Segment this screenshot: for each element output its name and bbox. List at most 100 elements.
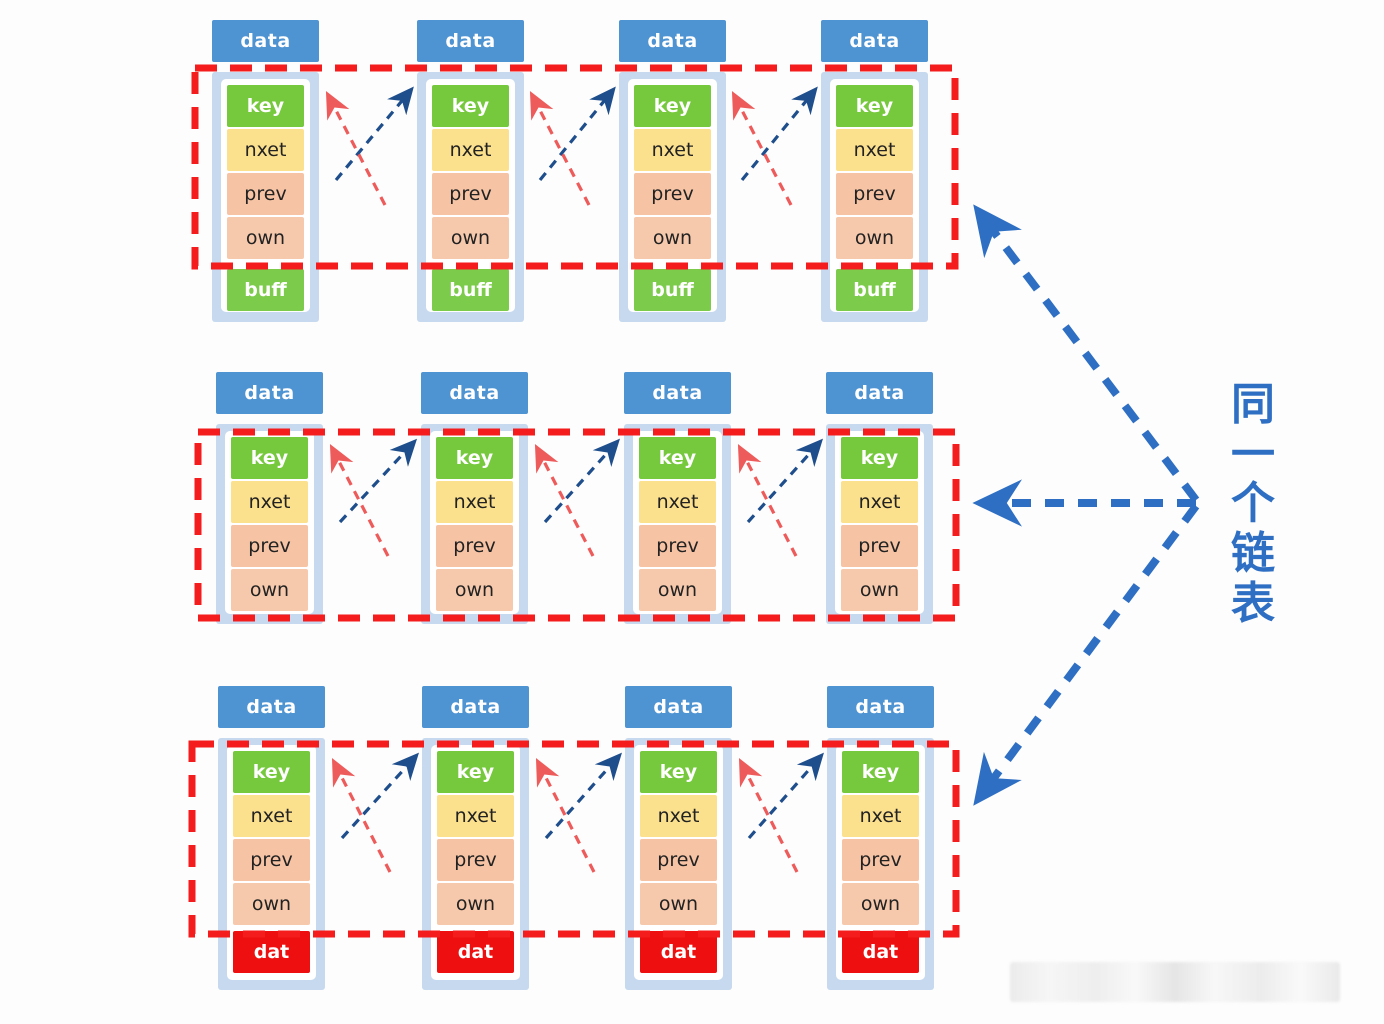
node-card-inner: key nxet prev own buff <box>628 79 717 312</box>
node-card-inner: key nxet prev own dat <box>227 745 316 980</box>
data-header: data <box>827 686 934 728</box>
data-header: data <box>826 372 933 414</box>
node-card: key nxet prev own <box>826 424 933 624</box>
node-card-inner: key nxet prev own <box>633 431 722 614</box>
field-own: own <box>842 883 919 925</box>
node-card-inner: key nxet prev own buff <box>426 79 515 312</box>
field-own: own <box>634 217 711 259</box>
field-buff: buff <box>432 269 509 311</box>
next-arrow-blue-r3g2 <box>544 752 622 840</box>
field-nxet: nxet <box>227 129 304 171</box>
field-own: own <box>437 883 514 925</box>
node-card: key nxet prev own dat <box>218 738 325 990</box>
field-key: key <box>842 751 919 793</box>
prev-arrow-red-r1g2 <box>529 91 591 206</box>
field-dat: dat <box>437 931 514 973</box>
field-own: own <box>233 883 310 925</box>
field-nxet: nxet <box>233 795 310 837</box>
same-linked-list-label: 同 一 个 链 表 <box>1222 380 1284 629</box>
node-card-inner: key nxet prev own dat <box>634 745 723 980</box>
node-card: key nxet prev own buff <box>619 72 726 322</box>
field-key: key <box>841 437 918 479</box>
prev-arrow-red-r1g1 <box>325 91 387 206</box>
data-header: data <box>216 372 323 414</box>
node-card: key nxet prev own buff <box>212 72 319 322</box>
field-nxet: nxet <box>842 795 919 837</box>
field-nxet: nxet <box>841 481 918 523</box>
blurred-watermark <box>1010 962 1340 1002</box>
field-nxet: nxet <box>432 129 509 171</box>
field-own: own <box>841 569 918 611</box>
data-header: data <box>218 686 325 728</box>
label-char-4: 链 <box>1231 528 1275 580</box>
next-arrow-blue-r1g1 <box>334 86 414 182</box>
field-prev: prev <box>233 839 310 881</box>
node-card: key nxet prev own <box>624 424 731 624</box>
field-own: own <box>231 569 308 611</box>
prev-arrow-red-r3g1 <box>331 758 392 873</box>
next-arrow-blue-r2g1 <box>338 438 418 524</box>
field-key: key <box>432 85 509 127</box>
field-own: own <box>836 217 913 259</box>
field-key: key <box>634 85 711 127</box>
field-prev: prev <box>841 525 918 567</box>
field-key: key <box>640 751 717 793</box>
field-own: own <box>639 569 716 611</box>
prev-arrow-red-r2g2 <box>534 444 595 557</box>
field-prev: prev <box>836 173 913 215</box>
field-key: key <box>639 437 716 479</box>
field-prev: prev <box>842 839 919 881</box>
field-prev: prev <box>639 525 716 567</box>
data-header: data <box>422 686 529 728</box>
field-prev: prev <box>231 525 308 567</box>
node-card-inner: key nxet prev own <box>225 431 314 614</box>
next-arrow-blue-r3g1 <box>340 752 420 840</box>
field-dat: dat <box>842 931 919 973</box>
prev-arrow-red-r2g1 <box>329 444 390 557</box>
field-own: own <box>227 217 304 259</box>
field-prev: prev <box>436 525 513 567</box>
prev-arrow-red-r2g3 <box>737 444 798 557</box>
field-buff: buff <box>836 269 913 311</box>
node-card-inner: key nxet prev own buff <box>830 79 919 312</box>
label-char-3: 个 <box>1231 478 1275 530</box>
data-header: data <box>624 372 731 414</box>
field-key: key <box>436 437 513 479</box>
field-own: own <box>436 569 513 611</box>
data-header: data <box>619 20 726 62</box>
field-key: key <box>231 437 308 479</box>
field-nxet: nxet <box>836 129 913 171</box>
node-card: key nxet prev own dat <box>625 738 732 990</box>
node-card-inner: key nxet prev own dat <box>836 745 925 980</box>
data-header: data <box>821 20 928 62</box>
node-card: key nxet prev own <box>216 424 323 624</box>
field-nxet: nxet <box>639 481 716 523</box>
field-own: own <box>432 217 509 259</box>
callout-arrow-to-bottom-row <box>973 503 1200 806</box>
node-card-inner: key nxet prev own <box>430 431 519 614</box>
field-prev: prev <box>227 173 304 215</box>
label-char-2: 一 <box>1231 428 1275 480</box>
label-char-5: 表 <box>1231 577 1275 629</box>
field-dat: dat <box>233 931 310 973</box>
next-arrow-blue-r3g3 <box>747 752 824 840</box>
field-dat: dat <box>640 931 717 973</box>
next-arrow-blue-r1g3 <box>740 86 818 182</box>
data-header: data <box>625 686 732 728</box>
data-header: data <box>212 20 319 62</box>
field-nxet: nxet <box>231 481 308 523</box>
field-key: key <box>836 85 913 127</box>
node-card-inner: key nxet prev own dat <box>431 745 520 980</box>
field-prev: prev <box>437 839 514 881</box>
callout-arrow-to-top-row <box>973 204 1200 503</box>
field-nxet: nxet <box>640 795 717 837</box>
node-card: key nxet prev own dat <box>827 738 934 990</box>
node-card-inner: key nxet prev own buff <box>221 79 310 312</box>
node-card: key nxet prev own buff <box>417 72 524 322</box>
field-key: key <box>233 751 310 793</box>
field-key: key <box>437 751 514 793</box>
field-nxet: nxet <box>436 481 513 523</box>
node-card-inner: key nxet prev own <box>835 431 924 614</box>
field-prev: prev <box>432 173 509 215</box>
